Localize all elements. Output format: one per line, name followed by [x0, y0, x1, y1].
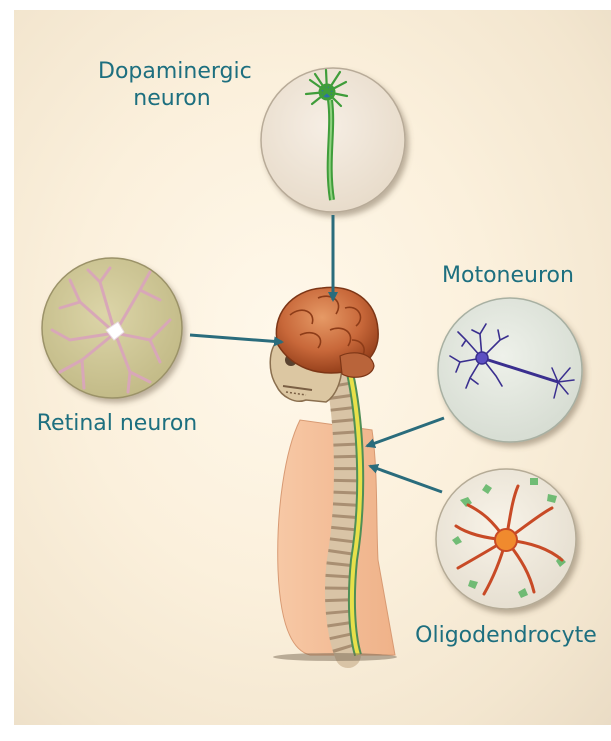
- arrow-oligodendrocyte-to-spinal-cord: [370, 466, 442, 492]
- label-retinal-neuron: Retinal neuron: [22, 410, 212, 437]
- dopaminergic-neuron-circle: [261, 68, 405, 212]
- label-dopaminergic-line2: neuron: [98, 85, 246, 112]
- arrow-retinal-to-eye: [190, 335, 282, 342]
- retinal-neuron-circle: [42, 258, 182, 398]
- label-dopaminergic-line1: Dopaminergic: [98, 58, 246, 85]
- skull-and-brain: [270, 287, 378, 402]
- label-dopaminergic-neuron: Dopaminergic neuron: [98, 58, 246, 112]
- motoneuron-cell-body: [476, 352, 488, 364]
- arrow-motoneuron-to-spinal-cord: [367, 418, 444, 446]
- oligodendrocyte-circle: [436, 469, 576, 609]
- oligodendrocyte-cell-body: [495, 529, 517, 551]
- human-body: [273, 360, 397, 661]
- cerebellum: [340, 353, 374, 377]
- label-motoneuron: Motoneuron: [428, 262, 588, 289]
- motoneuron-circle: [438, 298, 582, 442]
- label-oligodendrocyte: Oligodendrocyte: [406, 622, 606, 649]
